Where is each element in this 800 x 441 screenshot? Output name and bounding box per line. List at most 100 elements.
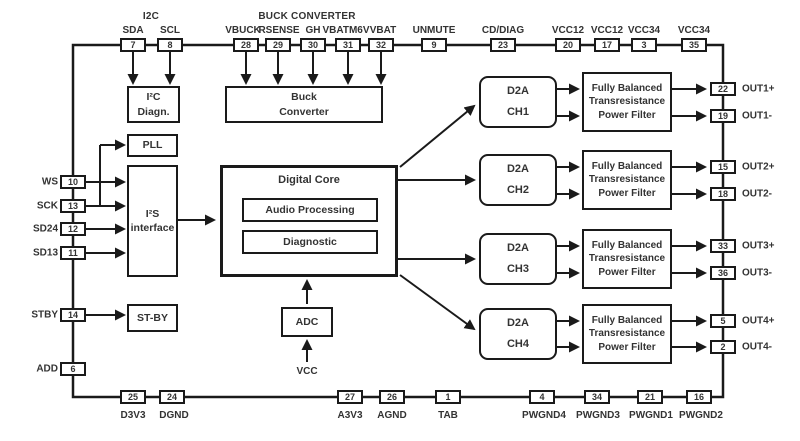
pin-35-label: VCC34 (677, 25, 711, 36)
pin-31: 31 (335, 38, 361, 52)
block-buck-converter: Buck Converter (225, 86, 383, 123)
pin-32-label: VBAT (369, 25, 397, 36)
pin-27: 27 (337, 390, 363, 404)
d2a-ch3-name: CH3 (506, 263, 529, 275)
d2a-ch2-type: D2A (506, 163, 529, 175)
pin-34-label: PWGND3 (576, 410, 620, 421)
pin-20-label: VCC12 (551, 25, 585, 36)
pin-2: 2 (710, 340, 736, 354)
pin-16-label: PWGND2 (679, 410, 723, 421)
i2c-diag-line1: I²C (146, 91, 161, 104)
pin-32: 32 (368, 38, 394, 52)
pin-26: 26 (379, 390, 405, 404)
block-filter-ch3: Fully Balanced Transresistance Power Fil… (582, 229, 672, 289)
pin-4: 4 (529, 390, 555, 404)
block-adc: ADC (281, 307, 333, 337)
pin-15: 15 (710, 160, 736, 174)
pin-30: 30 (300, 38, 326, 52)
pin-29: 29 (265, 38, 291, 52)
group-label-buck-converter: BUCK CONVERTER (258, 11, 356, 22)
pin-30-label: GH (305, 25, 321, 36)
pin-9: 9 (421, 38, 447, 52)
i2c-diag-line2: Diagn. (137, 105, 170, 118)
pin-12-label: SD24 (32, 223, 58, 235)
block-i2s-interface: I²S interface (127, 165, 178, 277)
pin-6-label: ADD (36, 363, 58, 375)
d2a-ch1-name: CH1 (506, 106, 529, 118)
pin-24-label: DGND (159, 410, 189, 421)
i2s-line2: interface (130, 222, 175, 234)
pin-22: 22 (710, 82, 736, 96)
pin-20: 20 (555, 38, 581, 52)
pin-28: 28 (233, 38, 259, 52)
block-filter-ch1: Fully Balanced Transresistance Power Fil… (582, 72, 672, 132)
d2a-ch3-type: D2A (506, 242, 529, 254)
pin-6: 6 (60, 362, 86, 376)
pin-23-label: CD/DIAG (481, 25, 525, 36)
pin-18: 18 (710, 187, 736, 201)
block-d2a-ch4: D2A CH4 (479, 308, 557, 360)
block-pll: PLL (127, 134, 178, 157)
pin-21: 21 (637, 390, 663, 404)
group-label-i2c: I2C (142, 11, 160, 22)
pin-7: 7 (120, 38, 146, 52)
pll-label: PLL (142, 139, 163, 152)
pin-36-label: OUT3- (742, 267, 772, 279)
pin-26-label: AGND (377, 410, 407, 421)
pin-1-label: TAB (438, 410, 458, 421)
block-st-by: ST-BY (127, 304, 178, 332)
pin-9-label: UNMUTE (412, 25, 456, 36)
diagnostic-label: Diagnostic (283, 235, 337, 248)
pin-15-label: OUT2+ (742, 161, 775, 173)
pin-8-label: SCL (160, 25, 180, 36)
pin-5: 5 (710, 314, 736, 328)
pin-17: 17 (594, 38, 620, 52)
pin-12: 12 (60, 222, 86, 236)
pin-11: 11 (60, 246, 86, 260)
pin-29-label: RSENSE (258, 25, 300, 36)
pin-33-label: OUT3+ (742, 240, 775, 252)
d2a-ch1-type: D2A (506, 85, 529, 97)
pin-28-label: VBUCK (225, 25, 261, 36)
pin-24: 24 (159, 390, 185, 404)
pin-19-label: OUT1- (742, 110, 772, 122)
pin-22-label: OUT1+ (742, 83, 775, 95)
pin-35: 35 (681, 38, 707, 52)
st-by-label: ST-BY (137, 311, 168, 324)
block-d2a-ch3: D2A CH3 (479, 233, 557, 285)
block-d2a-ch2: D2A CH2 (479, 154, 557, 206)
d2a-ch4-name: CH4 (506, 338, 529, 350)
pin-10-label: WS (41, 176, 58, 188)
buck-line1: Buck (291, 91, 317, 104)
label-vcc: VCC (296, 366, 318, 377)
pin-25-label: D3V3 (120, 410, 146, 421)
pin-17-label: VCC12 (590, 25, 624, 36)
pin-23: 23 (490, 38, 516, 52)
i2s-line1: I²S (145, 207, 160, 220)
adc-label: ADC (295, 315, 319, 328)
pin-8: 8 (157, 38, 183, 52)
pin-14: 14 (60, 308, 86, 322)
pin-27-label: A3V3 (337, 410, 363, 421)
pin-4-label: PWGND4 (522, 410, 566, 421)
pin-11-label: SD13 (32, 247, 58, 259)
pin-25: 25 (120, 390, 146, 404)
pin-36: 36 (710, 266, 736, 280)
pin-34: 34 (584, 390, 610, 404)
pin-7-label: SDA (122, 25, 144, 36)
pin-21-label: PWGND1 (629, 410, 673, 421)
d2a-ch4-type: D2A (506, 317, 529, 329)
block-i2c-diagnostic: I²C Diagn. (127, 86, 180, 123)
buck-line2: Converter (279, 105, 329, 118)
pin-33: 33 (710, 239, 736, 253)
pin-31-label: VBATM6V (322, 25, 370, 36)
pin-16: 16 (686, 390, 712, 404)
digital-core-title: Digital Core (278, 174, 340, 186)
pin-10: 10 (60, 175, 86, 189)
audio-processing-label: Audio Processing (265, 203, 355, 216)
block-filter-ch4: Fully Balanced Transresistance Power Fil… (582, 304, 672, 364)
pin-1: 1 (435, 390, 461, 404)
block-audio-processing: Audio Processing (242, 198, 378, 222)
pin-3-label: VCC34 (627, 25, 661, 36)
